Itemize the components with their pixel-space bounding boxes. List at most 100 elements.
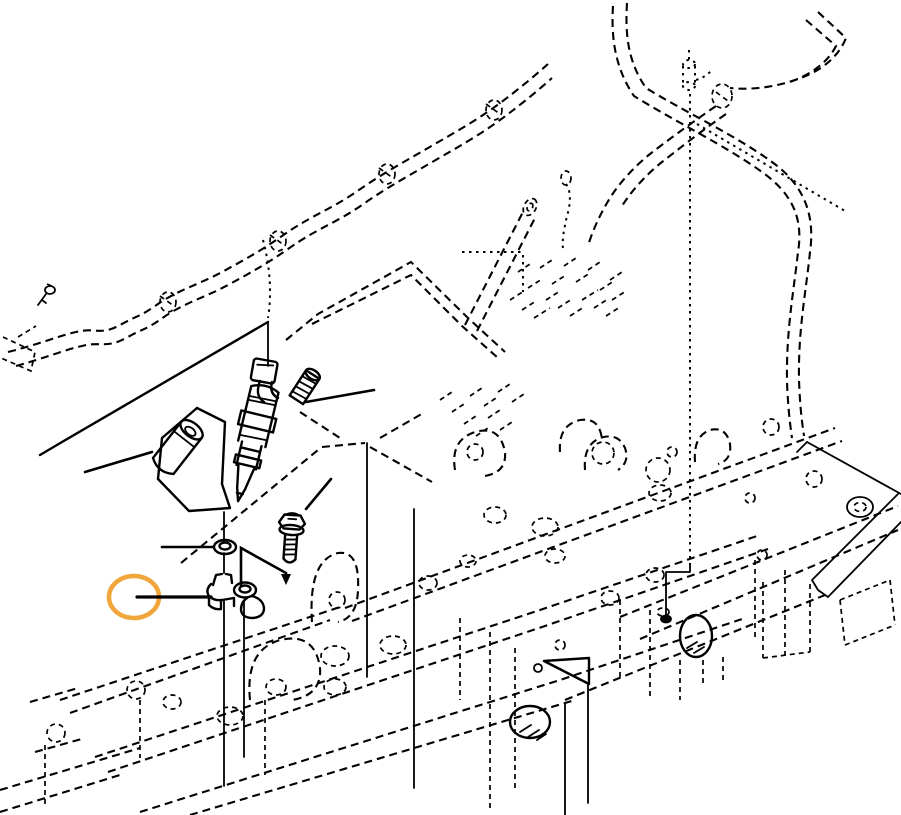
fuel-injector[interactable] <box>249 357 279 385</box>
head-stud <box>44 560 786 810</box>
fuel-line <box>285 260 506 353</box>
connector-bracket <box>156 406 199 481</box>
tube-clip-loop <box>159 291 177 313</box>
tube-clip-loop <box>378 163 396 185</box>
hose-clip <box>17 325 37 338</box>
valve-spring <box>418 575 438 591</box>
stud-boss <box>328 591 346 609</box>
stud-boss <box>744 492 756 504</box>
clamp-bolt[interactable] <box>278 523 305 537</box>
sealing-washer[interactable] <box>218 541 232 551</box>
fuel-injector <box>235 464 256 503</box>
fuel-line <box>586 105 717 247</box>
valve-spring <box>162 694 182 710</box>
rocker-tower <box>558 418 604 453</box>
projection-line <box>660 614 672 624</box>
fuel-line <box>464 209 525 326</box>
cylinder-head-line <box>59 606 341 701</box>
clamp-bolt[interactable] <box>277 513 307 531</box>
rocker-tower <box>453 429 507 478</box>
cylinder-head-line <box>839 579 896 646</box>
fuel-injector <box>239 394 278 441</box>
fuel-injector <box>232 453 263 470</box>
cylinder-head-line <box>107 548 769 773</box>
valve-spring <box>126 680 146 700</box>
stud-boss <box>656 607 670 617</box>
valve-spring <box>645 457 671 483</box>
valve-spring <box>600 590 620 606</box>
line-fitting <box>682 59 696 69</box>
tube-clip-loop <box>715 91 729 102</box>
hatch-cluster <box>509 257 627 319</box>
cylinder-head-line <box>762 582 811 659</box>
cover-plate <box>806 441 901 495</box>
rocker-tower <box>583 435 628 471</box>
cylinder-head-line <box>0 746 141 814</box>
exhaust-port <box>519 724 547 741</box>
valve-spring <box>648 484 672 502</box>
fuel-line <box>476 215 537 332</box>
line-fitting <box>695 70 712 81</box>
fuel-injector <box>236 409 278 434</box>
wiring-connector[interactable] <box>150 420 204 478</box>
valve-spring <box>591 441 615 465</box>
tube-end-fitting <box>522 197 538 217</box>
tube-clip-loop <box>711 83 733 109</box>
leader-line <box>304 388 376 404</box>
cylinder-head-line <box>344 427 836 609</box>
arrow-head <box>281 574 291 585</box>
stud-boss <box>466 443 484 461</box>
rocker-tower <box>248 637 322 702</box>
cover-plate <box>796 441 808 453</box>
cylinder-head-line <box>639 529 899 640</box>
valve-spring <box>265 678 287 696</box>
leader-line <box>304 477 333 511</box>
fuel-line <box>262 239 272 319</box>
cover-plate-hole <box>853 501 867 513</box>
valve-spring <box>379 635 407 655</box>
leader-line <box>83 450 154 474</box>
screw <box>46 283 55 288</box>
stud-boss <box>533 663 543 673</box>
stud-boss <box>554 639 566 651</box>
cylinder-head-line <box>564 592 831 701</box>
fuel-inlet-connector <box>288 369 321 406</box>
clamp-bolt <box>284 512 301 521</box>
clamp-bolt <box>282 538 298 556</box>
screw <box>44 285 56 295</box>
fuel-line <box>7 63 549 354</box>
leader-line <box>696 123 846 212</box>
projection-line <box>665 564 691 617</box>
stud-boss <box>762 418 780 436</box>
stud-boss <box>756 549 768 561</box>
cylinder-head-line <box>564 683 589 815</box>
valve-spring <box>46 723 66 743</box>
valve-spring <box>323 678 347 696</box>
wiring-connector[interactable] <box>177 416 206 443</box>
injector-clamp[interactable] <box>211 572 234 587</box>
injector-clamp[interactable] <box>238 584 252 594</box>
wiring-connector <box>184 425 197 437</box>
injector-clamp[interactable] <box>232 581 258 599</box>
valve-spring <box>483 506 507 524</box>
fuel-line <box>625 2 813 437</box>
fuel-line <box>729 11 848 90</box>
injector-clamp[interactable] <box>239 594 266 620</box>
tube-clip-loop <box>485 99 503 121</box>
vent-tube <box>462 251 524 292</box>
fuel-line <box>789 19 838 83</box>
cylinder-head-line <box>351 440 843 622</box>
exhaust-port <box>686 641 705 654</box>
valve-spring <box>544 548 566 564</box>
fuel-inlet-connector <box>304 367 322 382</box>
fuel-line <box>311 273 499 359</box>
leader-line <box>239 545 288 587</box>
cover-plate <box>827 521 901 598</box>
cylinder-head-line <box>139 617 746 814</box>
tube-clip-loop <box>269 230 287 252</box>
cylinder-head-line <box>29 686 86 754</box>
injector-clamp[interactable] <box>207 594 236 611</box>
rocker-tower <box>693 428 732 466</box>
